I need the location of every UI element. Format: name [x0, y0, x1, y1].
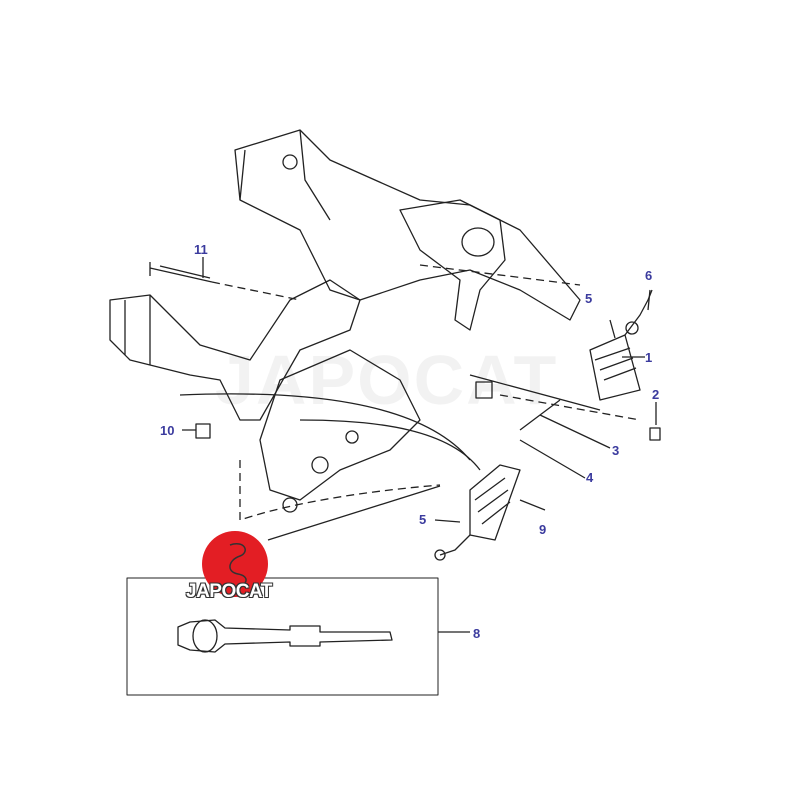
callout-10: 10	[160, 423, 175, 438]
rack-bushing	[475, 381, 493, 399]
steering-rack	[469, 374, 601, 431]
steering-knuckle	[399, 199, 506, 331]
callout-5-upper: 5	[585, 291, 593, 306]
callout-3: 3	[612, 443, 620, 458]
steering-boot-upper	[589, 334, 641, 401]
logo-cat-icon	[229, 543, 247, 587]
inner-tie-rod	[177, 619, 393, 653]
steering-boot-lower	[469, 464, 521, 541]
logo-circle	[202, 531, 268, 597]
logo-wordmark: JAPOCAT	[186, 581, 272, 602]
callout-1: 1	[645, 350, 653, 365]
nut	[649, 427, 661, 441]
callout-6: 6	[645, 268, 653, 283]
subframe-front-rail	[109, 279, 361, 421]
bolt	[149, 262, 213, 283]
inset-box	[126, 577, 439, 696]
subframe-rear-rail	[234, 129, 581, 321]
lower-control-arm	[259, 349, 421, 501]
callout-5-lower: 5	[419, 512, 427, 527]
callout-8: 8	[473, 626, 481, 641]
callout-2: 2	[652, 387, 660, 402]
callout-11: 11	[194, 242, 208, 257]
callout-4: 4	[586, 470, 594, 485]
bushing	[195, 423, 211, 439]
callout-9: 9	[539, 522, 547, 537]
